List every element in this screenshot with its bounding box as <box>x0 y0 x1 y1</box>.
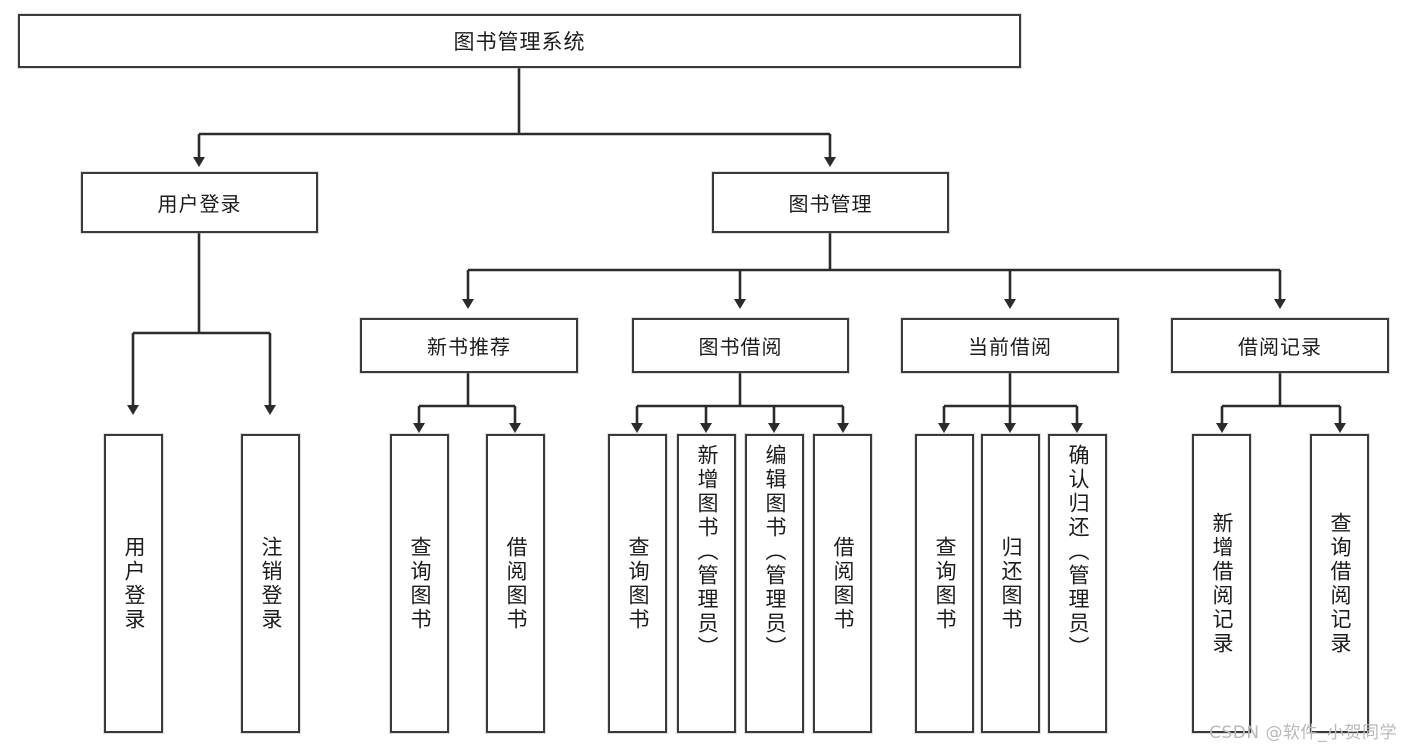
node-current-borrow-label: 当前借阅 <box>968 335 1052 359</box>
leaf-borrow-record-add-label: 新增借阅记录 <box>1210 511 1234 656</box>
leaf-user-login-login[interactable]: 用户登录 <box>104 434 163 733</box>
leaf-book-borrow-borrow[interactable]: 借阅图书 <box>813 434 872 733</box>
leaf-current-borrow-confirm[interactable]: 确认归还（管理员） <box>1048 434 1107 733</box>
leaf-current-borrow-return-label: 归还图书 <box>999 535 1023 632</box>
leaf-new-book-query-label: 查询图书 <box>408 535 432 632</box>
watermark: CSDN @软件_小贺同学 <box>1209 723 1397 743</box>
node-new-book-recommend[interactable]: 新书推荐 <box>360 318 578 373</box>
leaf-user-login-logout[interactable]: 注销登录 <box>241 434 300 733</box>
node-book-borrow-label: 图书借阅 <box>698 335 783 359</box>
node-user-login-label: 用户登录 <box>157 192 242 216</box>
node-book-borrow[interactable]: 图书借阅 <box>632 318 849 373</box>
leaf-book-borrow-add[interactable]: 新增图书（管理员） <box>677 434 736 733</box>
leaf-borrow-record-query[interactable]: 查询借阅记录 <box>1310 434 1369 733</box>
leaf-new-book-borrow[interactable]: 借阅图书 <box>486 434 545 733</box>
node-user-login[interactable]: 用户登录 <box>81 172 318 233</box>
leaf-new-book-borrow-label: 借阅图书 <box>504 535 528 632</box>
leaf-current-borrow-confirm-label: 确认归还（管理员） <box>1066 444 1090 660</box>
node-book-management-label: 图书管理 <box>788 192 873 216</box>
leaf-current-borrow-query[interactable]: 查询图书 <box>915 434 974 733</box>
leaf-borrow-record-query-label: 查询借阅记录 <box>1328 511 1352 656</box>
node-root[interactable]: 图书管理系统 <box>18 14 1021 68</box>
leaf-borrow-record-add[interactable]: 新增借阅记录 <box>1192 434 1251 733</box>
node-borrow-record[interactable]: 借阅记录 <box>1171 318 1389 373</box>
leaf-book-borrow-borrow-label: 借阅图书 <box>831 535 855 632</box>
leaf-book-borrow-add-label: 新增图书（管理员） <box>695 444 719 660</box>
leaf-book-borrow-query-label: 查询图书 <box>626 535 650 632</box>
node-current-borrow[interactable]: 当前借阅 <box>901 318 1119 373</box>
node-book-management[interactable]: 图书管理 <box>712 172 949 233</box>
node-new-book-recommend-label: 新书推荐 <box>427 335 511 359</box>
leaf-book-borrow-edit-label: 编辑图书（管理员） <box>763 444 787 660</box>
leaf-current-borrow-query-label: 查询图书 <box>933 535 957 632</box>
node-borrow-record-label: 借阅记录 <box>1238 335 1322 359</box>
leaf-user-login-logout-label: 注销登录 <box>259 535 283 632</box>
leaf-current-borrow-return[interactable]: 归还图书 <box>981 434 1040 733</box>
node-root-label: 图书管理系统 <box>453 30 586 54</box>
leaf-new-book-query[interactable]: 查询图书 <box>390 434 449 733</box>
leaf-user-login-login-label: 用户登录 <box>122 535 146 632</box>
leaf-book-borrow-query[interactable]: 查询图书 <box>608 434 667 733</box>
leaf-book-borrow-edit[interactable]: 编辑图书（管理员） <box>745 434 804 733</box>
